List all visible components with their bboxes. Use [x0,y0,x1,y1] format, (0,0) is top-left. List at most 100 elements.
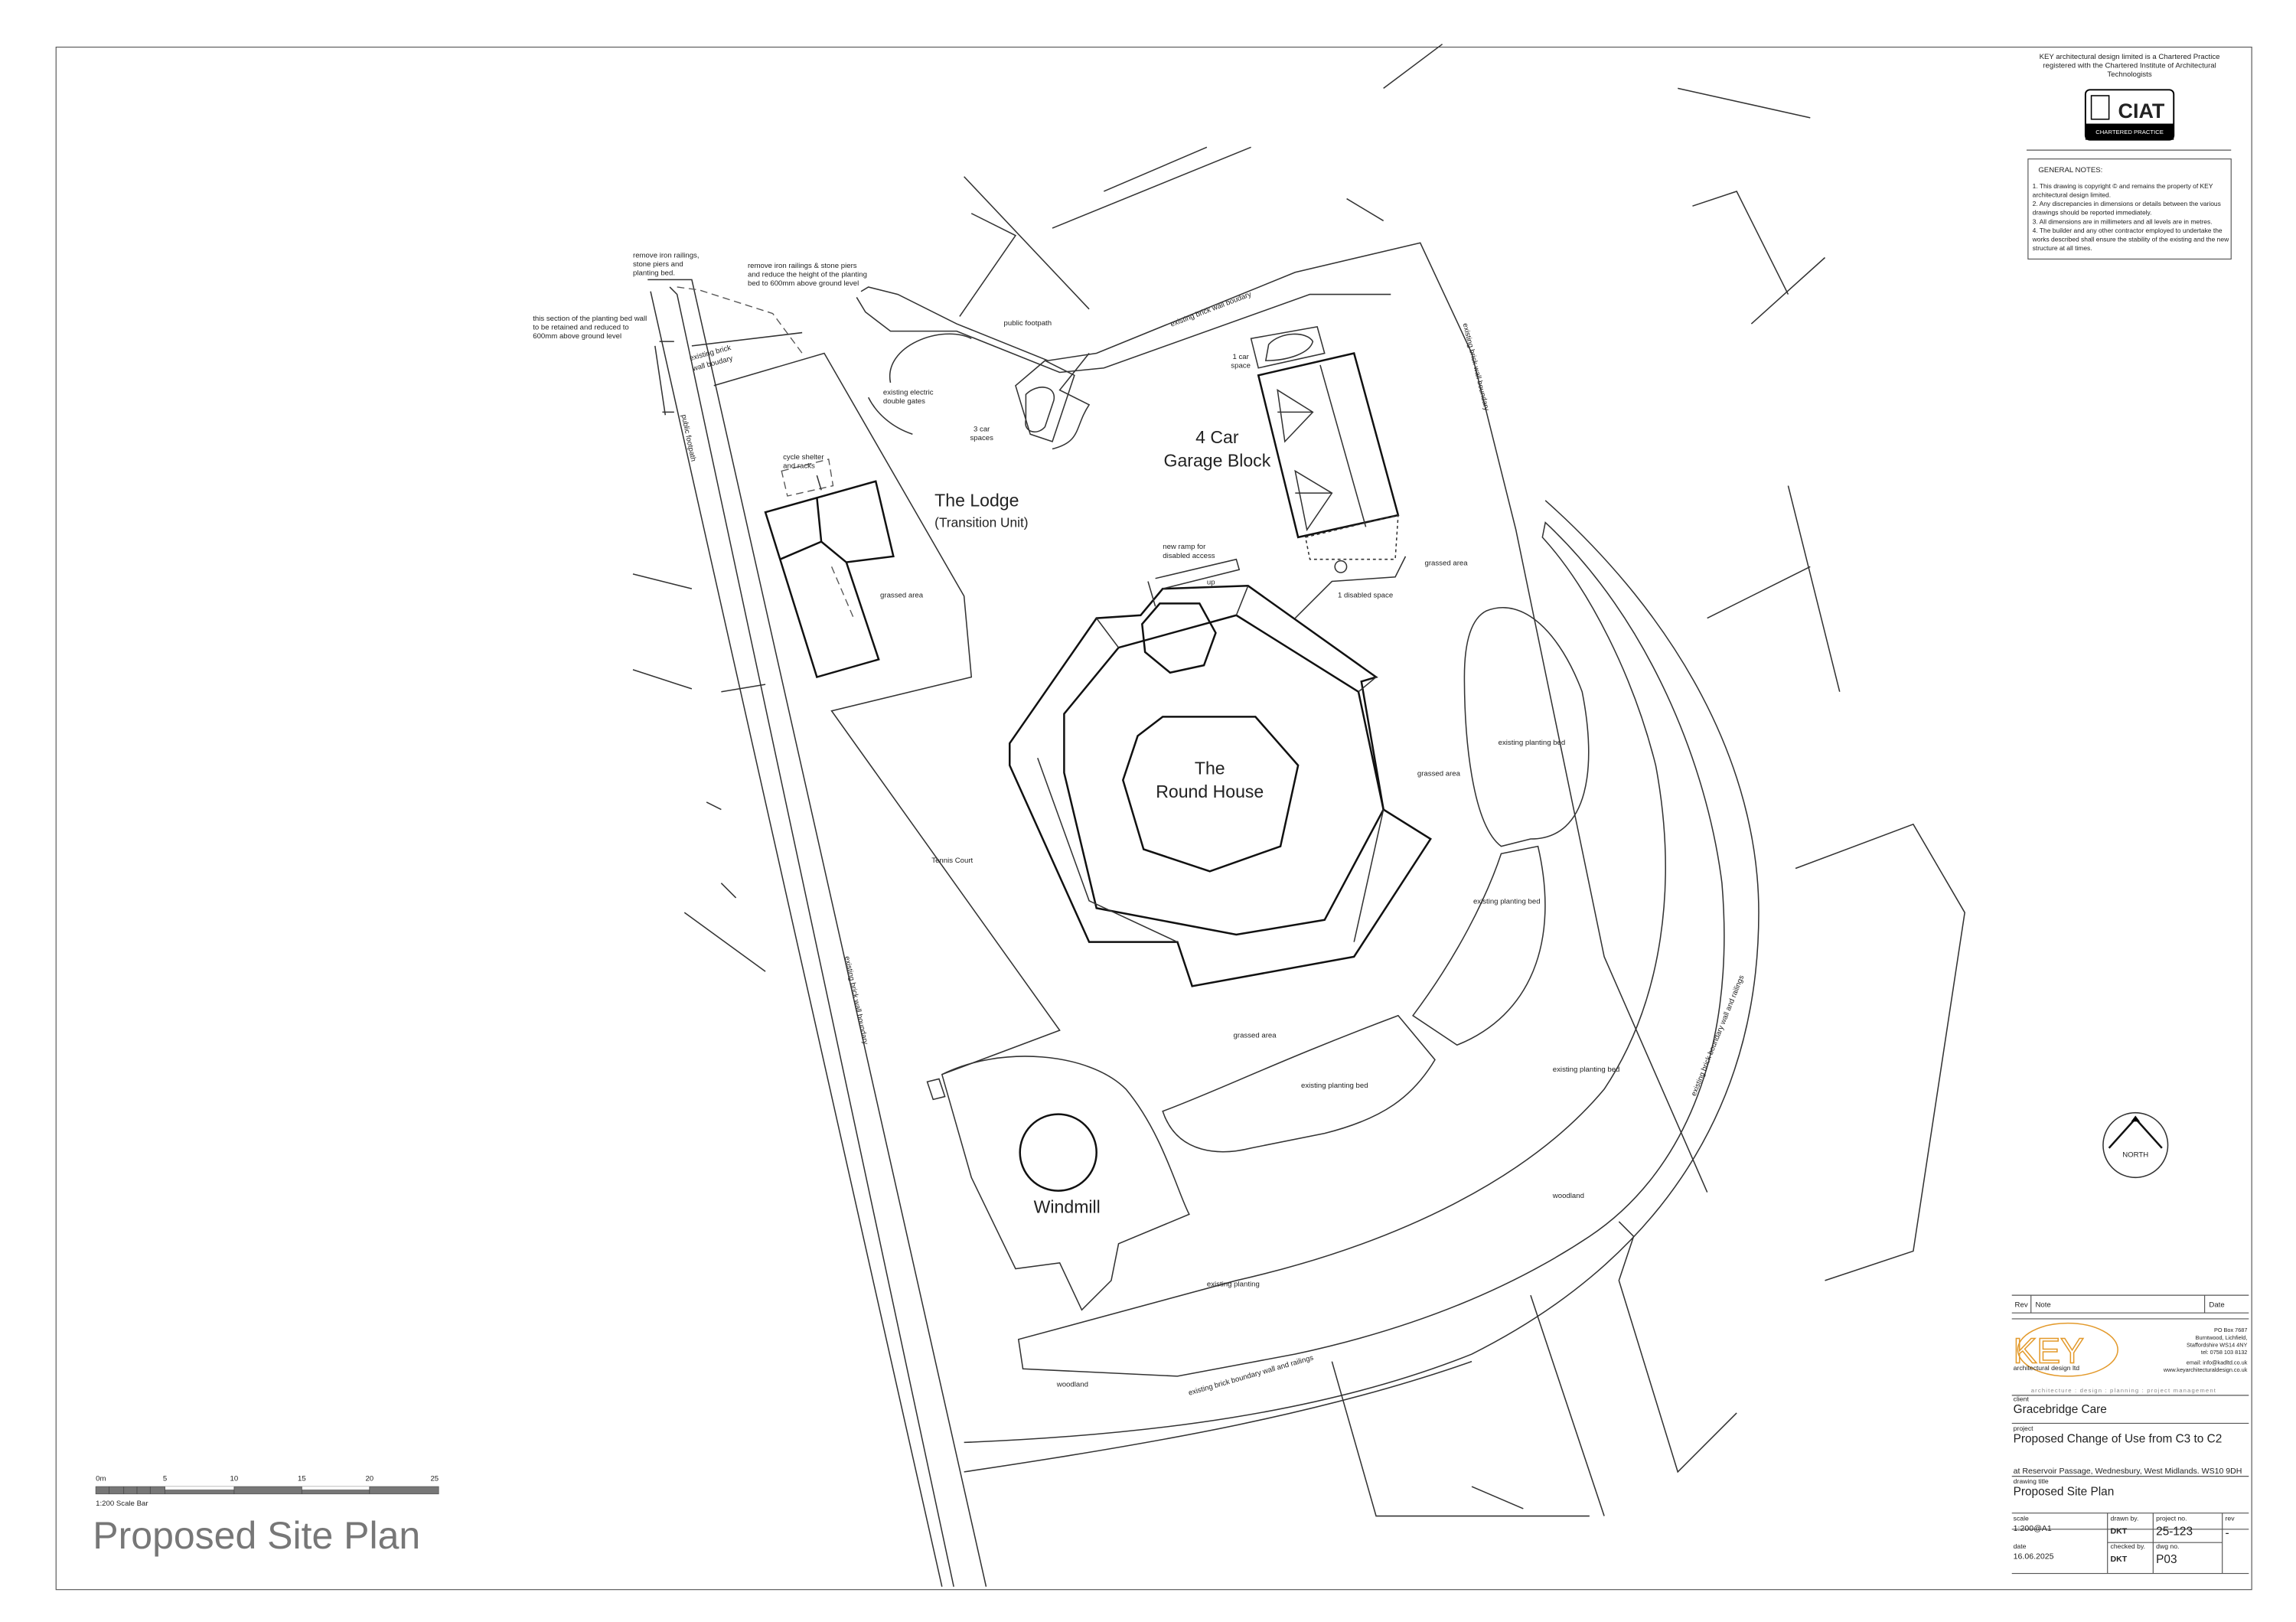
label-planting-3: existing planting bed [1301,1082,1368,1090]
project-name: Proposed Change of Use from C3 to C2 [2014,1432,2223,1445]
label-grassed-3: grassed area [1417,769,1461,778]
checked-value: DKT [2111,1555,2128,1564]
note-header: Note [2035,1301,2050,1310]
label-wall-right: existing brick wall boundary [1461,322,1491,412]
note-retain-2: to be retained and reduced to [533,324,629,332]
scale-label: scale [2014,1514,2029,1522]
label-existing-planting: existing planting [1207,1281,1260,1289]
label-wall-top: existing brick wall boudary [1169,290,1253,329]
scale-tick: 15 [298,1474,306,1483]
note-remove2-1: remove iron railings & stone piers [748,262,857,270]
label-garage-1: 4 Car [1195,427,1239,447]
client-label: client [2014,1395,2030,1403]
note-line: works described shall ensure the stabili… [2032,235,2229,243]
drawing-title-label: drawing title [2014,1477,2049,1485]
note-remove2-2: and reduce the height of the planting [748,270,867,279]
label-planting-1: existing planting bed [1499,739,1566,747]
project-label: project [2014,1425,2034,1432]
label-lodge: The Lodge [934,490,1019,510]
scale-tick: 10 [230,1474,239,1483]
site-address: at Reservoir Passage, Wednesbury, West M… [2014,1467,2242,1476]
email: email: info@kadltd.co.uk [2187,1359,2248,1366]
label-lodge-sub: (Transition Unit) [934,514,1028,530]
practice-statement: KEY architectural design limited is a Ch… [2026,53,2232,151]
label-car3-1: 3 car [974,425,990,433]
date-label: date [2014,1542,2027,1550]
address-line: PO Box 7687 [2214,1327,2247,1333]
label-grassed-4: grassed area [1234,1032,1277,1040]
project-no-label: project no. [2156,1514,2187,1522]
label-wall-left: existing brick wall boundary [843,955,869,1045]
note-retain-1: this section of the planting bed wall [533,315,647,323]
dwg-label: dwg no. [2156,1542,2179,1550]
address-line: Burntwood, Lichfield, [2196,1334,2248,1341]
drawing-heading: Proposed Site Plan [93,1514,420,1557]
statement-line: Technologists [2107,70,2151,79]
label-footpath-top: public footpath [1004,319,1052,328]
north-label: NORTH [2122,1150,2148,1159]
date-value: 16.06.2025 [2014,1552,2054,1561]
sheet-border [55,46,2252,1591]
label-footpath-left: public footpath [680,414,698,462]
label-grassed-2: grassed area [1424,559,1468,567]
ciat-logo: CIAT CHARTERED PRACTICE [2084,89,2175,141]
rev-label: rev [2226,1514,2236,1522]
scale-tick: 20 [365,1474,373,1483]
label-planting-2: existing planting bed [1473,898,1541,906]
label-car1-2: space [1231,362,1251,370]
drawn-label: drawn by. [2111,1514,2139,1522]
scale-tick: 0m [96,1474,106,1483]
note-line: architectural design limited. [2033,191,2111,199]
svg-text:KEY: KEY [2014,1331,2084,1371]
label-ramp-1: new ramp for [1163,543,1206,551]
label-car3-2: spaces [970,434,993,442]
label-cycle-2: and racks [783,462,815,470]
site-drawing: NORTH [632,44,2169,1588]
drawing-title: Proposed Site Plan [2014,1486,2115,1499]
label-wall-east: existing brick boundary wall and railing… [1690,974,1746,1097]
label-planting-4: existing planting bed [1553,1066,1620,1074]
note-remove1-2: stone piers and [633,260,683,269]
note-line: 2. Any discrepancies in dimensions or de… [2033,200,2221,207]
project-no-value: 25-123 [2156,1526,2193,1539]
rev-header: Rev [2015,1301,2028,1310]
label-gates-2: double gates [883,397,925,406]
scale-value: 1:200@A1 [2014,1524,2052,1533]
statement-line: registered with the Chartered Institute … [2043,61,2216,70]
label-cycle-1: cycle shelter [783,453,824,462]
address-line: Staffordshire WS14 4NY [2187,1341,2247,1348]
notes-heading: GENERAL NOTES: [2038,166,2102,175]
note-line: structure at all times. [2033,244,2092,252]
svg-text:CIAT: CIAT [2118,100,2165,122]
note-remove1-1: remove iron railings, [633,252,700,260]
note-line: 1. This drawing is copyright © and remai… [2033,182,2213,190]
label-roundhouse-2: Round House [1156,782,1264,801]
label-tennis: Tennis Court [931,857,973,865]
title-block: Rev Note Date KEY architectural design l… [2011,1294,2249,1575]
address-line: tel: 0758 103 8132 [2201,1349,2247,1356]
rev-value: - [2226,1526,2229,1539]
drawn-value: DKT [2111,1527,2128,1536]
label-woodland-2: woodland [1056,1380,1088,1389]
client-name: Gracebridge Care [2014,1403,2107,1416]
svg-text:CHARTERED PRACTICE: CHARTERED PRACTICE [2095,129,2164,135]
key-logo: KEY architectural design ltd [2013,1322,2118,1377]
scale-caption: 1:200 Scale Bar [96,1500,148,1508]
label-ramp-2: disabled access [1163,552,1215,560]
note-remove2-3: bed to 600mm above ground level [748,279,859,288]
note-remove1-3: planting bed. [633,269,675,278]
plan-labels: The Lodge (Transition Unit) 4 Car Garage… [533,252,1746,1398]
svg-text:architectural design ltd: architectural design ltd [2014,1364,2080,1372]
website: www.keyarchitecturaldesign.co.uk [2163,1366,2248,1373]
scale-tick: 25 [430,1474,439,1483]
north-arrow: NORTH [2102,1111,2169,1179]
general-notes: GENERAL NOTES: 1. This drawing is copyri… [2027,158,2232,260]
checked-label: checked by. [2111,1542,2145,1550]
note-line: 3. All dimensions are in millimeters and… [2033,217,2213,225]
tagline: architecture : design : planning : proje… [2031,1387,2216,1394]
label-roundhouse-1: The [1195,758,1225,778]
scale-bar: 0m 5 10 15 20 25 1:200 Scale Bar [95,1474,439,1508]
label-windmill: Windmill [1034,1196,1101,1216]
note-retain-3: 600mm above ground level [533,332,621,341]
